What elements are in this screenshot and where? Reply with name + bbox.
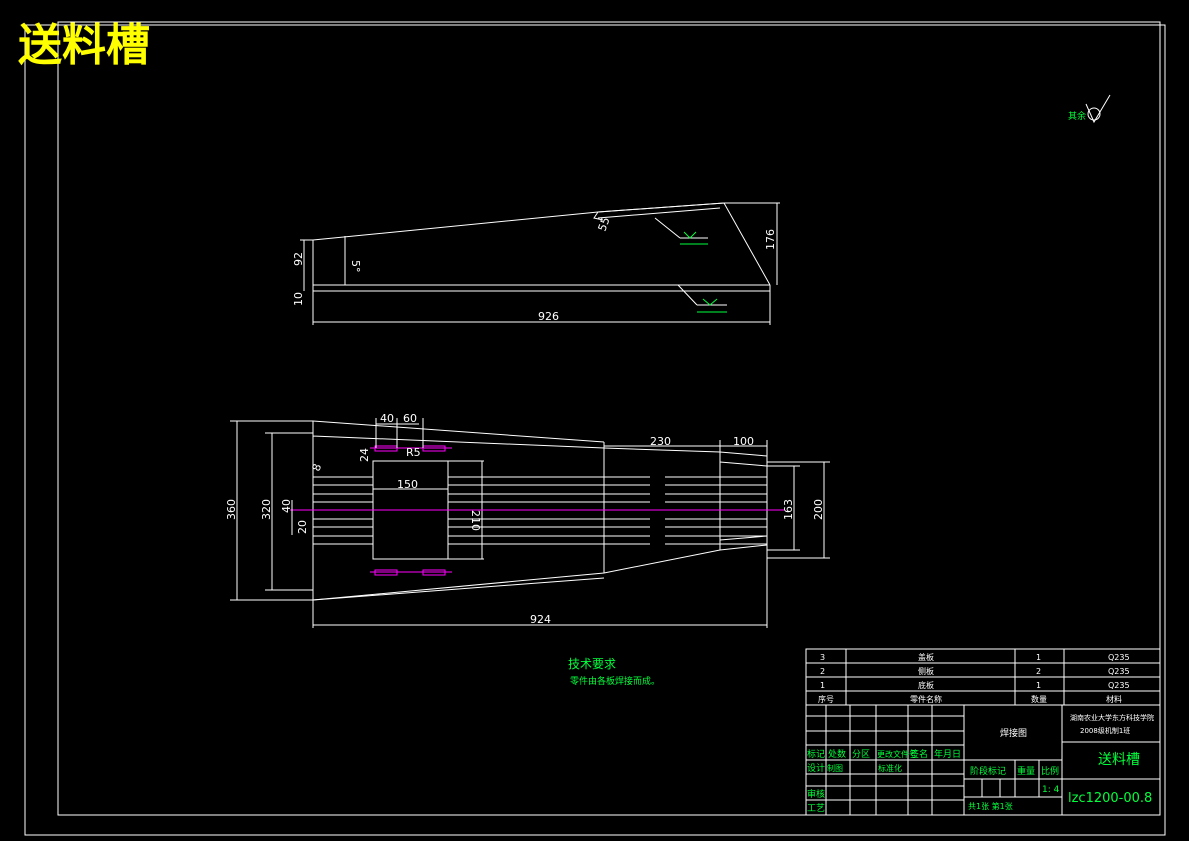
dim-230: 230: [650, 435, 671, 448]
tb-std: 标准化: [878, 763, 902, 773]
roughness-symbol: 其余: [1068, 94, 1111, 124]
tb-date: 年月日: [934, 748, 961, 760]
dim-r5: R5: [406, 446, 421, 459]
bom-r2-name: 侧板: [918, 666, 934, 676]
bom-r3-qty: 1: [1036, 681, 1041, 690]
dim-92: 92: [292, 252, 305, 266]
dim-176: 176: [764, 229, 777, 250]
dim-360: 360: [225, 499, 238, 520]
tb-scale: 1: 4: [1042, 785, 1060, 795]
dim-20: 20: [296, 520, 309, 534]
tb-check: 制图: [827, 763, 843, 773]
top-view: 210 150 40 60 230 100 24 R5 8: [225, 412, 830, 628]
tb-school1: 湖南农业大学东方科技学院: [1070, 713, 1154, 722]
side-view: 926 92 10 5° 176 55: [292, 202, 780, 325]
tb-code: lzc1200-00.8: [1068, 791, 1152, 806]
outer-border: [24, 24, 1166, 836]
tb-docno: 更改文件号: [877, 749, 917, 759]
inner-border: [57, 21, 1161, 816]
tb-weight: 重量: [1017, 765, 1035, 777]
tb-review: 审核: [807, 788, 825, 800]
tb-scale-label: 比例: [1041, 765, 1059, 777]
dim-8: 8: [310, 462, 325, 473]
bom-r3-name: 底板: [918, 680, 934, 690]
bom-r3-no: 1: [820, 681, 825, 690]
roughness-label: 其余: [1068, 110, 1086, 122]
notes-line1: 零件由各板焊接而成。: [570, 675, 660, 687]
bom-r2-no: 2: [820, 667, 825, 676]
bom-r1-mat: Q235: [1108, 653, 1130, 662]
dim-40b: 40: [280, 499, 293, 513]
tb-stage: 阶段标记: [970, 765, 1006, 777]
dim-200: 200: [812, 499, 825, 520]
tb-count: 处数: [828, 748, 846, 760]
bom-r2-qty: 2: [1036, 667, 1041, 676]
dim-100: 100: [733, 435, 754, 448]
slots-top: [370, 445, 452, 452]
dim-210: 210: [469, 510, 482, 531]
bom-h-qty: 数量: [1031, 694, 1047, 704]
bom-r1-no: 3: [820, 653, 825, 662]
tb-zone: 分区: [852, 749, 870, 760]
dim-10: 10: [292, 292, 305, 306]
dim-926: 926: [538, 310, 559, 323]
dim-60: 60: [403, 412, 417, 425]
dim-320: 320: [260, 499, 273, 520]
bom-h-mat: 材料: [1106, 694, 1122, 704]
title-block: 标记 处数 分区 更改文件号 签名 年月日 设计 制图 标准化 审核 工艺 焊接…: [805, 704, 1161, 816]
dim-163: 163: [782, 499, 795, 520]
tb-design: 设计: [807, 762, 825, 774]
weld-symbol-lower: [677, 284, 727, 313]
bom-table: 3 盖板 1 Q235 2 侧板 2 Q235 1 底板 1 Q235 序号 零…: [805, 648, 1161, 706]
inner-lines: [313, 476, 767, 545]
bom-r3-mat: Q235: [1108, 681, 1130, 690]
bom-r1-qty: 1: [1036, 653, 1041, 662]
tb-drawing-type: 焊接图: [1000, 727, 1027, 739]
bom-h-name: 零件名称: [910, 694, 942, 704]
tb-sign: 签名: [910, 748, 928, 760]
tb-school2: 2008级机制1班: [1080, 726, 1130, 735]
notes-heading: 技术要求: [568, 657, 616, 671]
bom-r2-mat: Q235: [1108, 667, 1130, 676]
slots-bottom: [370, 569, 452, 576]
bom-r1-name: 盖板: [918, 652, 934, 662]
drawing-title: 送料槽: [18, 20, 150, 71]
tb-process: 工艺: [807, 803, 825, 814]
dim-angle: 5°: [349, 260, 362, 273]
tb-sheet: 共1张 第1张: [968, 801, 1013, 811]
bom-h-no: 序号: [818, 694, 834, 704]
tb-mark: 标记: [807, 748, 825, 760]
tb-part-name: 送料槽: [1098, 752, 1140, 768]
dim-24: 24: [358, 448, 371, 462]
weld-symbol-upper: [654, 217, 708, 245]
dim-40: 40: [380, 412, 394, 425]
dim-924: 924: [530, 613, 551, 626]
dim-55: 55: [596, 215, 613, 233]
dim-150: 150: [397, 478, 418, 491]
